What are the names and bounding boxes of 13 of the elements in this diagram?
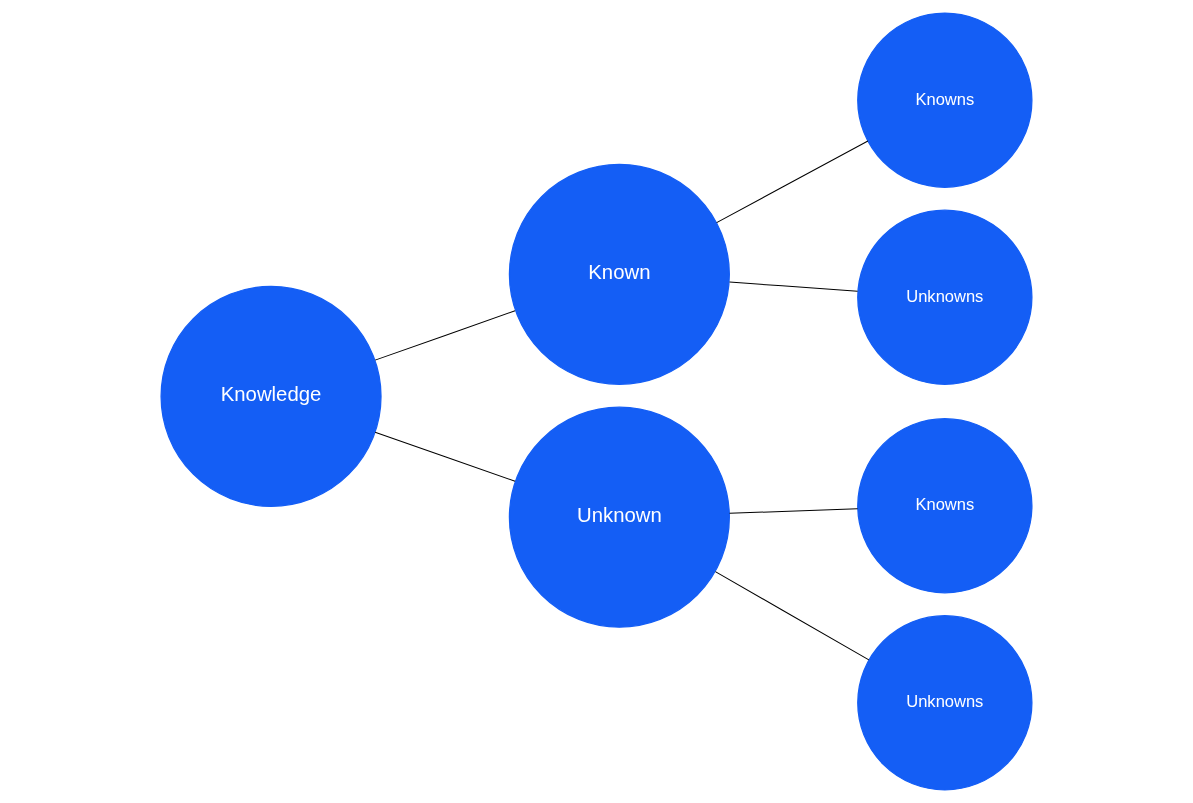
connector bbox=[729, 508, 859, 514]
connector bbox=[716, 140, 869, 224]
node-circle: Unknown bbox=[508, 406, 730, 628]
connector bbox=[374, 431, 516, 482]
node-circle: Knowns bbox=[857, 12, 1033, 188]
connector bbox=[729, 281, 859, 292]
connector bbox=[714, 571, 870, 661]
node-circle: Unknowns bbox=[857, 209, 1033, 385]
connector bbox=[374, 310, 516, 361]
node-circle: Known bbox=[508, 163, 730, 385]
node-circle: Knowns bbox=[857, 418, 1033, 594]
node-circle: Unknowns bbox=[857, 615, 1033, 791]
node-circle: Knowledge bbox=[160, 285, 382, 507]
